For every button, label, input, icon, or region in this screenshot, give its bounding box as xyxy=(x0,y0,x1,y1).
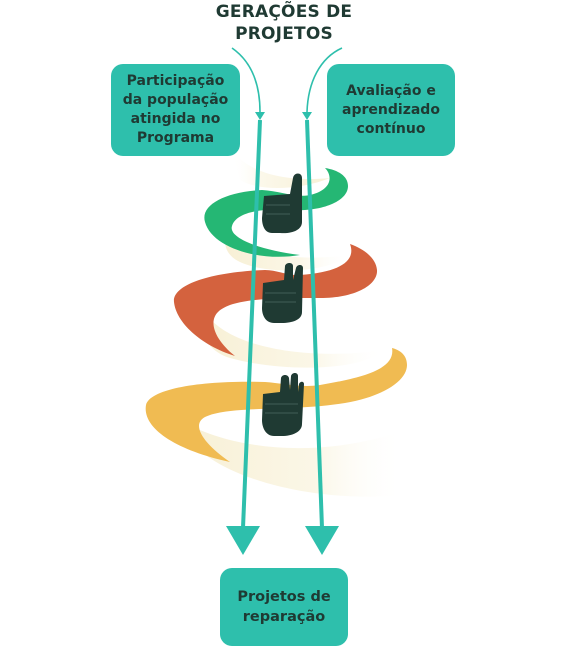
one-finger-hand-icon xyxy=(262,173,302,234)
cream-ribbon-1 xyxy=(225,230,350,271)
left-small-arrowhead xyxy=(255,112,265,120)
cream-ribbon-2 xyxy=(202,312,385,368)
right-arrow-line xyxy=(305,119,324,529)
participation-line-1: Participação xyxy=(126,73,225,89)
title-line-2: PROJETOS xyxy=(235,24,333,44)
three-fingers-hand-icon xyxy=(262,373,304,436)
participation-box: Participação da população atingida no Pr… xyxy=(111,64,240,156)
evaluation-box: Avaliação e aprendizado contínuo xyxy=(327,64,455,156)
diagram-title: GERAÇÕES DE PROJETOS xyxy=(183,1,385,45)
left-big-arrowhead xyxy=(226,526,260,555)
reparation-line-2: reparação xyxy=(242,609,326,625)
right-small-arrowhead xyxy=(302,112,312,120)
cream-ribbon-3 xyxy=(180,420,405,497)
evaluation-line-3: contínuo xyxy=(356,120,426,137)
reparation-projects-box: Projetos de reparação xyxy=(220,568,348,646)
left-connector-curve xyxy=(231,47,261,113)
reparation-line-1: Projetos de xyxy=(237,589,331,605)
green-band xyxy=(204,168,348,257)
orange-band xyxy=(173,244,378,356)
cream-ribbon-top xyxy=(232,150,330,189)
two-fingers-hand-icon xyxy=(262,263,303,323)
evaluation-line-2: aprendizado xyxy=(342,101,440,118)
right-big-arrowhead xyxy=(305,526,339,555)
right-connector-curve xyxy=(306,47,343,113)
left-arrow-line xyxy=(241,119,262,529)
evaluation-line-1: Avaliação e xyxy=(346,82,436,99)
participation-line-2: da população xyxy=(122,92,229,108)
participation-line-4: Programa xyxy=(136,130,215,146)
title-line-1: GERAÇÕES DE xyxy=(215,2,353,22)
participation-line-3: atingida no xyxy=(130,111,221,127)
